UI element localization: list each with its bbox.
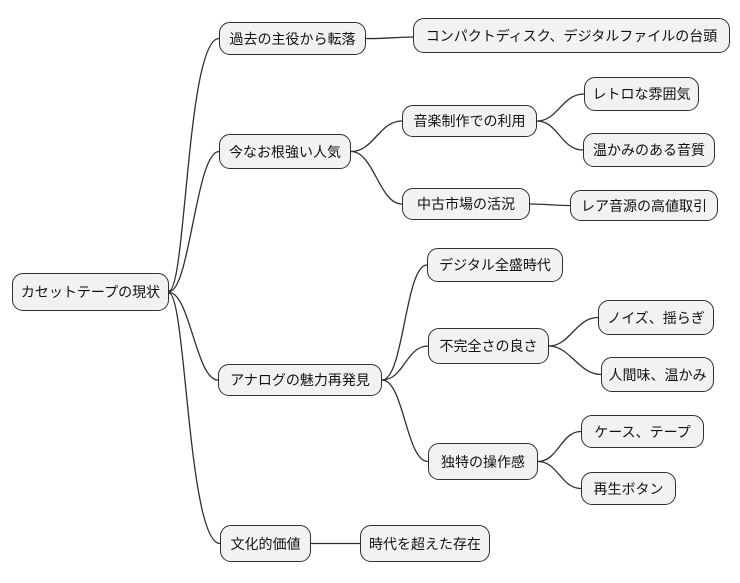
node-rare-recordings-high-price: レア音源の高値取引 (570, 190, 718, 221)
node-human-touch-warmth: 人間味、温かみ (601, 357, 714, 392)
node-retro-atmosphere: レトロな雰囲気 (584, 77, 699, 111)
edge-music-production-to-retro-atmosphere (536, 93, 585, 122)
edge-root-to-cultural-value (168, 292, 221, 545)
edge-root-to-analog-charm-rediscovery (168, 291, 219, 381)
edge-imperfection-to-noise-fluctuation (548, 316, 599, 347)
edge-analog-to-digital-heyday (381, 264, 428, 381)
node-play-button: 再生ボタン (581, 472, 676, 505)
node-unique-operation-feel: 独特の操作感 (428, 443, 538, 480)
node-enduring-popularity: 今なお根強い人気 (219, 134, 351, 169)
edge-analog-to-unique-operation-feel (381, 379, 429, 463)
edge-operation-to-case-tape (537, 430, 582, 463)
edge-popularity-to-used-market-activity (350, 150, 403, 205)
edge-root-to-enduring-popularity (168, 150, 220, 293)
node-music-production-use: 音楽制作での利用 (402, 105, 537, 137)
node-analog-charm-rediscovery: アナログの魅力再発見 (218, 364, 382, 396)
node-root-cassette-tape-current-state: カセットテープの現状 (12, 273, 169, 311)
edge-imperfection-to-human-warmth (548, 345, 602, 376)
edge-music-production-to-warm-sound (536, 120, 584, 151)
edge-popularity-to-music-production-use (350, 120, 403, 153)
node-compact-disc-digital-file-rise: コンパクトディスク、デジタルファイルの台頭 (413, 18, 730, 53)
node-fall-from-leading-role: 過去の主役から転落 (219, 22, 366, 55)
node-timeless-existence: 時代を超えた存在 (360, 525, 490, 562)
edge-fall-to-compact-disc-rise (365, 36, 414, 40)
node-imperfection-goodness: 不完全さの良さ (428, 328, 549, 364)
edge-operation-to-play-button (537, 460, 582, 490)
edge-used-market-to-rare-high-price (529, 203, 571, 207)
edge-analog-to-imperfection-goodness (381, 345, 429, 381)
node-case-tape: ケース、テープ (581, 415, 704, 448)
node-cultural-value: 文化的価値 (220, 525, 311, 562)
node-warm-sound-quality: 温かみのある音質 (583, 133, 715, 167)
node-noise-fluctuation: ノイズ、揺らぎ (598, 300, 714, 335)
node-used-market-activity: 中古市場の活況 (402, 188, 530, 220)
edge-root-to-fall-from-leading-role (168, 37, 220, 292)
node-digital-heyday: デジタル全盛時代 (427, 248, 563, 282)
